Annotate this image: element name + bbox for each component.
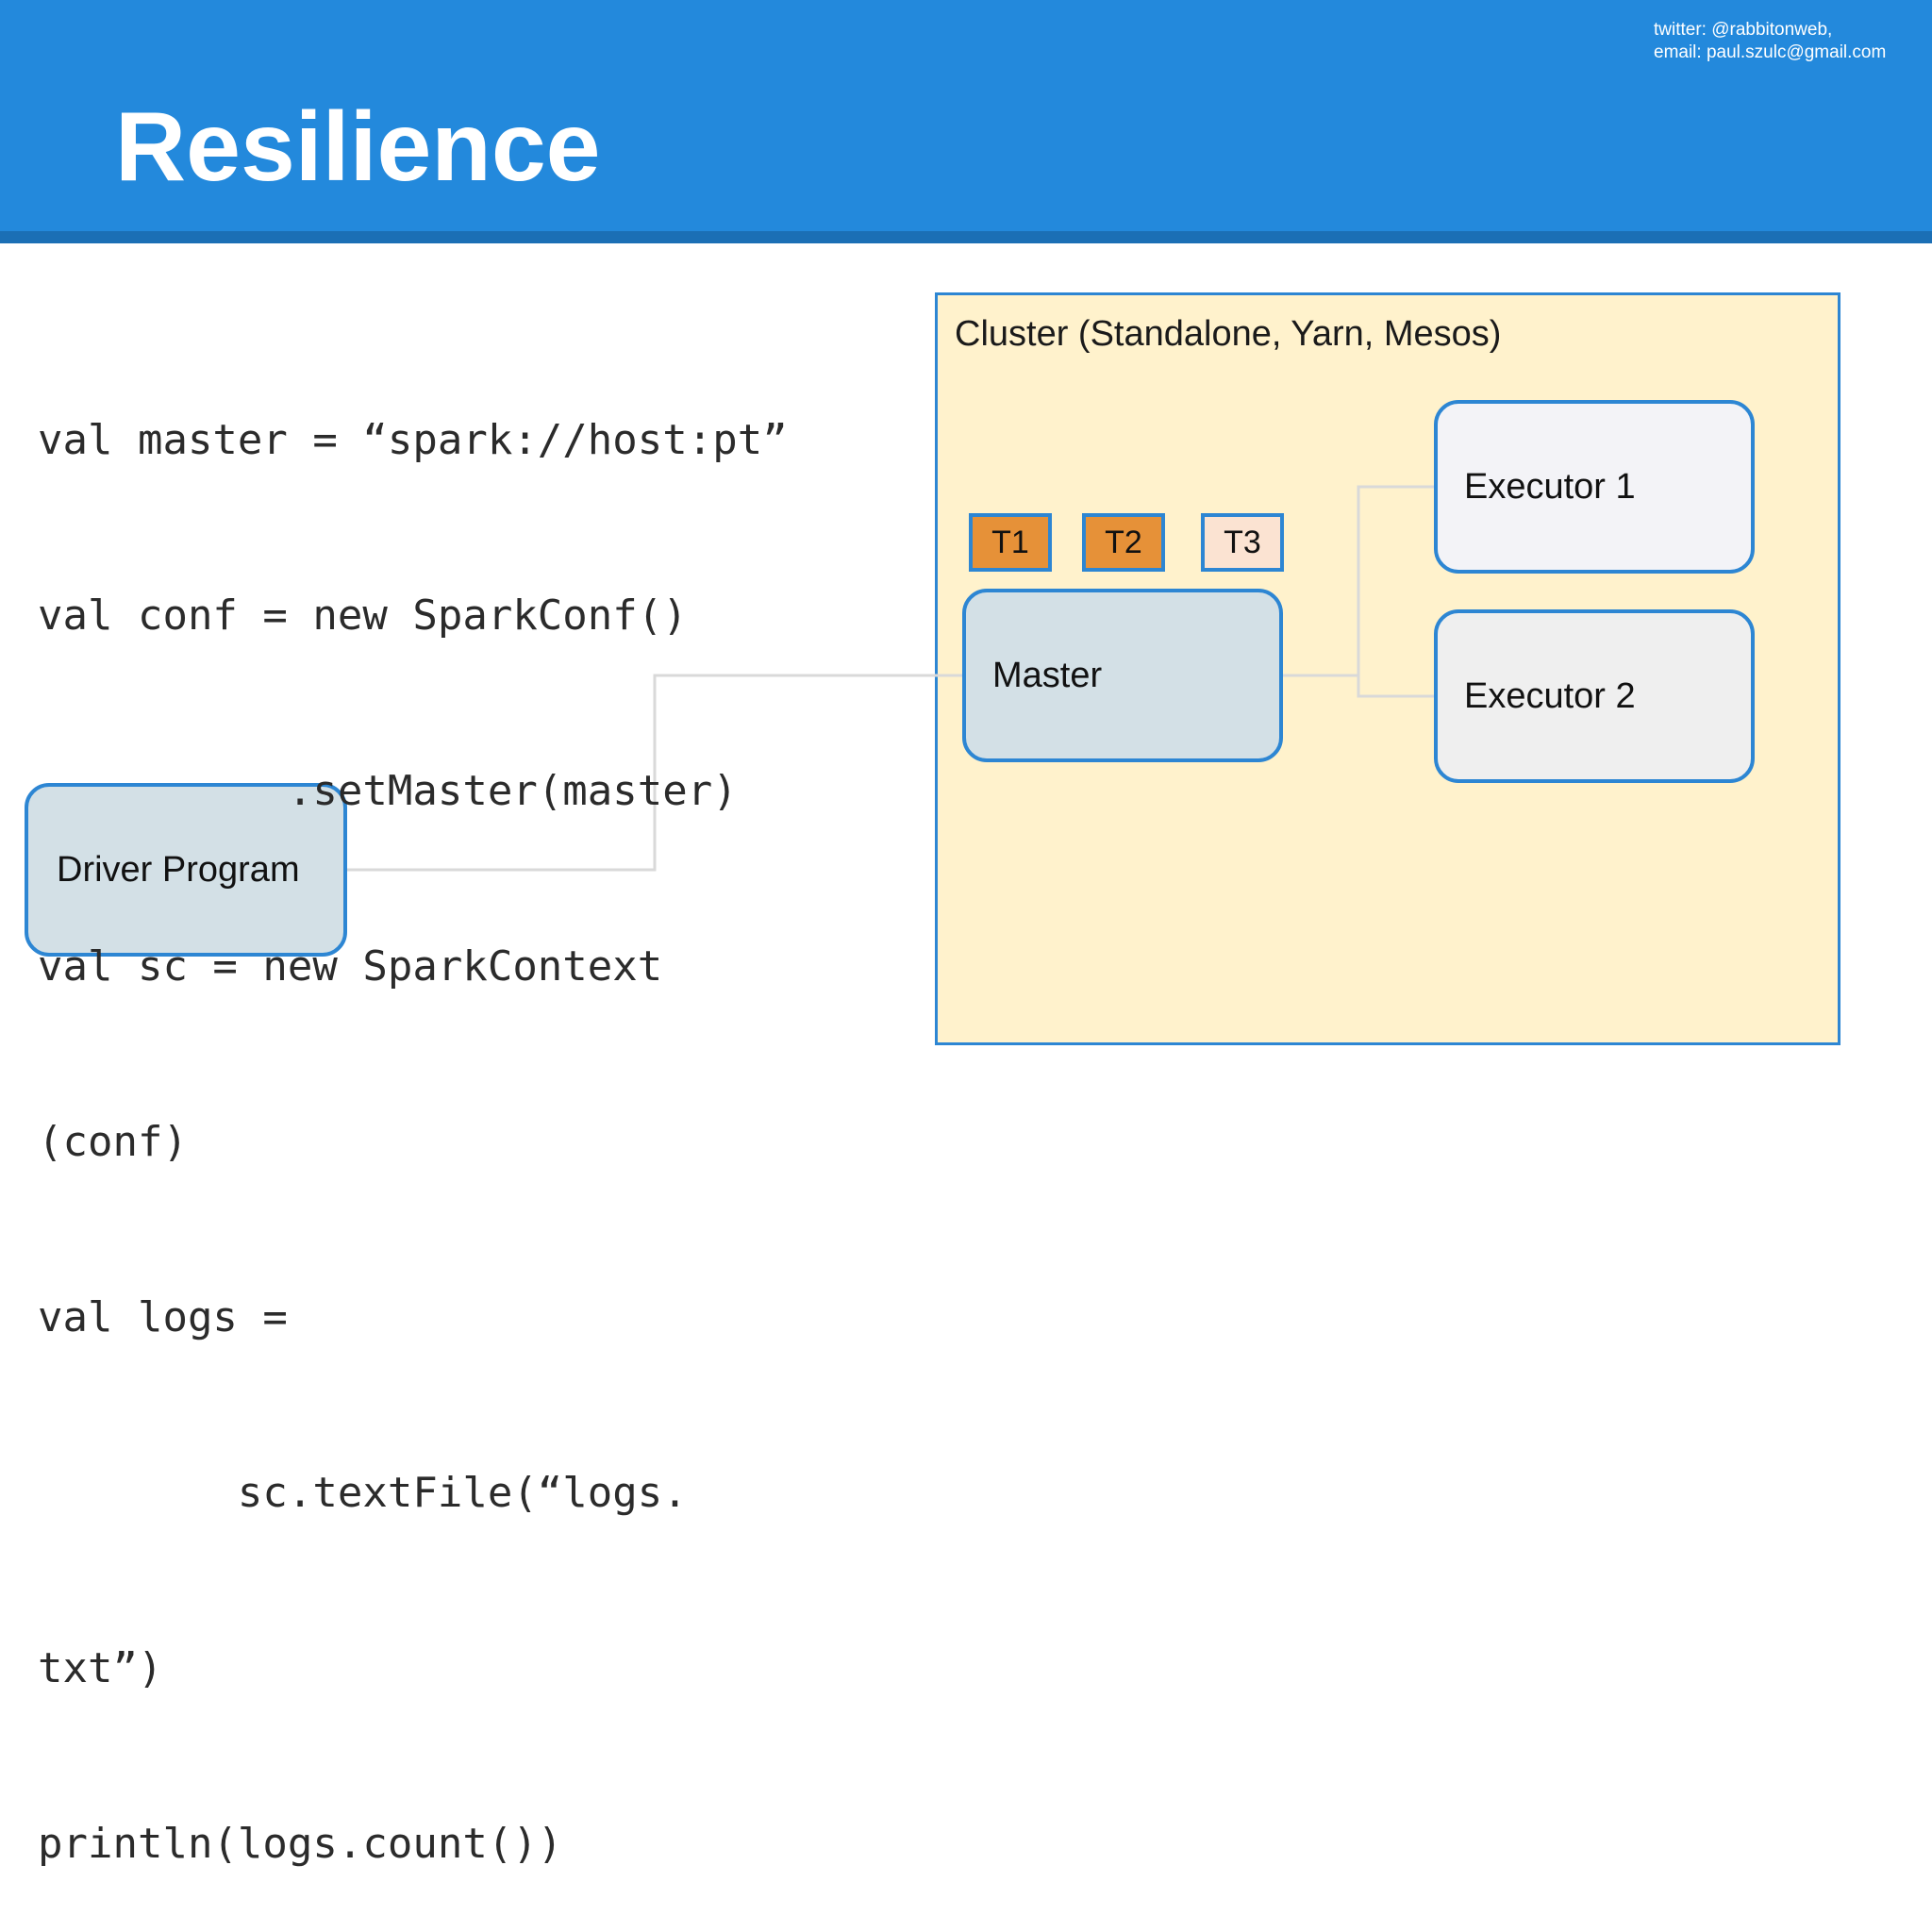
driver-program-label: Driver Program <box>57 849 300 890</box>
master-node: Master <box>962 589 1283 762</box>
executor-1-node: Executor 1 <box>1434 400 1755 574</box>
code-line: txt”) <box>38 1644 163 1692</box>
code-block: val master = “spark://host:pt” val conf … <box>38 294 788 1932</box>
cluster-label: Cluster (Standalone, Yarn, Mesos) <box>955 314 1502 354</box>
task-t2: T2 <box>1082 513 1165 572</box>
contact-info: twitter: @rabbitonweb, email: paul.szulc… <box>1654 19 1886 64</box>
executor-2-label: Executor 2 <box>1464 675 1636 716</box>
twitter-handle: twitter: @rabbitonweb, <box>1654 20 1833 40</box>
slide-title: Resilience <box>115 92 601 202</box>
code-line: val logs = <box>38 1293 288 1341</box>
slide-header <box>0 0 1932 231</box>
code-line: sc.textFile(“logs. <box>38 1469 688 1517</box>
code-line: (conf) <box>38 1118 188 1166</box>
header-stripe <box>0 231 1932 243</box>
email-address: email: paul.szulc@gmail.com <box>1654 42 1887 62</box>
task-t3-label: T3 <box>1224 524 1261 560</box>
code-line: .setMaster(master) <box>38 767 738 815</box>
executor-2-node: Executor 2 <box>1434 609 1755 783</box>
task-t1-label: T1 <box>991 524 1029 560</box>
executor-1-label: Executor 1 <box>1464 466 1636 507</box>
driver-program-node: Driver Program <box>25 783 347 957</box>
task-t3: T3 <box>1201 513 1284 572</box>
code-line: println(logs.count()) <box>38 1820 563 1868</box>
task-t2-label: T2 <box>1105 524 1142 560</box>
master-label: Master <box>992 655 1103 695</box>
code-line: val conf = new SparkConf() <box>38 591 688 640</box>
code-line: val master = “spark://host:pt” <box>38 416 788 464</box>
code-line: val sc = new SparkContext <box>38 942 663 991</box>
task-t1: T1 <box>969 513 1052 572</box>
